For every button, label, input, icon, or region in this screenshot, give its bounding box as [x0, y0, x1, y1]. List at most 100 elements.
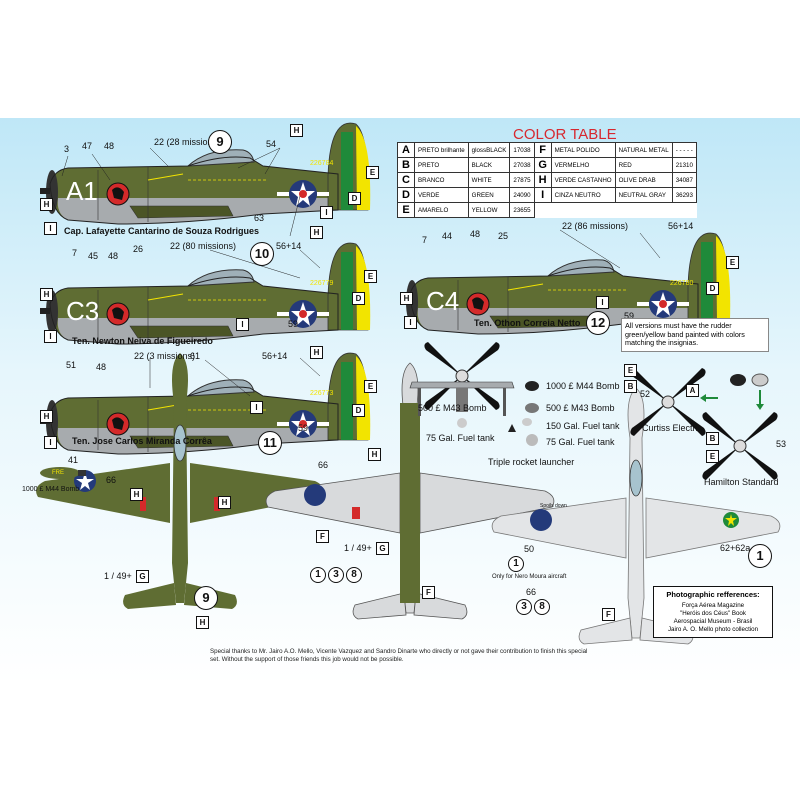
topview-9 [35, 352, 325, 610]
option-9: 9 [208, 130, 232, 154]
label-h3: H [310, 226, 323, 239]
prop-hamilton [701, 411, 779, 481]
option-1a: 1 [310, 567, 326, 583]
label-i5: I [250, 401, 263, 414]
table-row: A PRETO brilhante glossBLACK 17038 F MET… [397, 142, 697, 158]
callout-48: 48 [104, 141, 115, 151]
label-b: B [624, 380, 637, 393]
thanks-text: Special thanks to Mr. Jairo A.O. Mello, … [210, 648, 588, 664]
callout-7: 7 [72, 248, 78, 258]
callout-41: 41 [68, 455, 79, 465]
callout-44: 44 [442, 231, 453, 241]
label-h9: H [218, 496, 231, 509]
label-d3: D [352, 404, 365, 417]
callout-61: 61 [190, 351, 201, 361]
table-row: B PRETO BLACK 27038 G VERMELHO RED 21310 [397, 157, 697, 173]
callout-66: 66 [106, 475, 117, 485]
pilot-b3: Ten. Jose Carlos Miranda Corrêa [72, 436, 212, 446]
option-1c: 1 [748, 544, 772, 568]
table-row: E AMARELO YELLOW 23655 [397, 202, 697, 218]
callout-66c: 66 [526, 587, 537, 597]
label-d: D [348, 192, 361, 205]
label-h: H [290, 124, 303, 137]
callout-48c: 48 [96, 362, 107, 372]
prop-hamilton-label: Hamilton Standard [704, 477, 779, 487]
callout-59b: 59 [298, 423, 309, 433]
callout-59: 59 [288, 319, 299, 329]
label-h4: H [40, 288, 53, 301]
option-3a: 3 [328, 567, 344, 583]
label-f3: F [602, 608, 615, 621]
store-75-tank: 75 Gal. Fuel tank [546, 437, 615, 447]
spoils-label: Spoils down [540, 503, 567, 509]
option-1b: 1 [508, 556, 524, 572]
color-table-title: COLOR TABLE [513, 126, 617, 143]
label-i3: I [236, 318, 249, 331]
option-9b: 9 [194, 586, 218, 610]
label-f: F [316, 530, 329, 543]
aircraft-artwork: A1 C3 C4 226784 226779 226773 226780 [35, 122, 781, 645]
refs-title: Photographic refferences: [666, 590, 760, 599]
label-g: G [136, 570, 149, 583]
label-e5: E [624, 364, 637, 377]
refs-line: "Heróis dos Céus" Book [680, 609, 746, 617]
decal-sheet: A1 C3 C4 226784 226779 226773 226780 [0, 118, 800, 684]
label-i7: I [404, 316, 417, 329]
nero-note: Only for Nero Moura aircraft [492, 574, 567, 580]
underside-view [265, 362, 555, 620]
store-fre: FRE [52, 470, 64, 476]
store-rocket: Triple rocket launcher [488, 457, 575, 467]
missions-a1: 22 (28 missions) [154, 137, 221, 147]
label-i8: I [596, 296, 609, 309]
option-12: 12 [586, 311, 610, 335]
label-b2: B [706, 432, 719, 445]
front-view [409, 341, 515, 416]
code-c3: C3 [66, 296, 99, 326]
callout-53: 53 [776, 439, 787, 449]
label-h5: H [310, 346, 323, 359]
callout-48b: 48 [108, 251, 119, 261]
label-g2: G [376, 542, 389, 555]
label-h2: H [40, 198, 53, 211]
serial-a1: 226784 [310, 160, 333, 167]
label-d2: D [352, 292, 365, 305]
callout-7b: 7 [422, 235, 428, 245]
pilot-c3: Ten. Newton Neiva de Figueiredo [72, 336, 213, 346]
pilot-c4: Ten. Othon Correia Netto [474, 318, 581, 328]
label-i6: I [44, 436, 57, 449]
callout-56-14b: 56+14 [262, 351, 288, 361]
rudder-note: All versions must have the rudder green/… [621, 318, 769, 352]
label-h7: H [400, 292, 413, 305]
store-75-tank-left: 75 Gal. Fuel tank [426, 433, 495, 443]
label-e4: E [726, 256, 739, 269]
label-h6: H [40, 410, 53, 423]
store-bomb-left: 1000 £ M44 Bomb [22, 486, 80, 493]
store-500-bomb-left: 500 £ M43 Bomb [418, 403, 487, 413]
callout-47: 47 [82, 141, 93, 151]
missions-b3: 22 (3 missions) [134, 351, 196, 361]
label-i2: I [44, 222, 57, 235]
code-c4: C4 [426, 286, 459, 316]
callout-62-62a: 62+62a [720, 543, 751, 553]
label-h10: H [196, 616, 209, 629]
callout-1-49b: 1 / 49+ [344, 543, 372, 553]
callout-56-14: 56+14 [276, 241, 302, 251]
store-1000-bomb: 1000 £ M44 Bomb [546, 381, 620, 391]
label-f2: F [422, 586, 435, 599]
label-a: A [686, 384, 699, 397]
callout-59c: 59 [624, 311, 635, 321]
callout-3: 3 [64, 144, 70, 154]
callout-56-14c: 56+14 [668, 221, 694, 231]
option-8b: 8 [534, 599, 550, 615]
serial-c4: 226780 [670, 280, 693, 287]
table-row: C BRANCO WHITE 27875 H VERDE CASTANHO OL… [397, 172, 697, 188]
label-d4: D [706, 282, 719, 295]
refs-line: Aerospacial Museum - Brasil [673, 617, 753, 625]
label-e3: E [364, 380, 377, 393]
callout-63: 63 [254, 213, 265, 223]
belly-view [491, 387, 781, 645]
pilot-a1: Cap. Lafayette Cantarino de Souza Rodrig… [64, 226, 260, 236]
color-table: A PRETO brilhante glossBLACK 17038 F MET… [397, 142, 761, 218]
label-i4: I [44, 330, 57, 343]
callout-66b: 66 [318, 460, 329, 470]
